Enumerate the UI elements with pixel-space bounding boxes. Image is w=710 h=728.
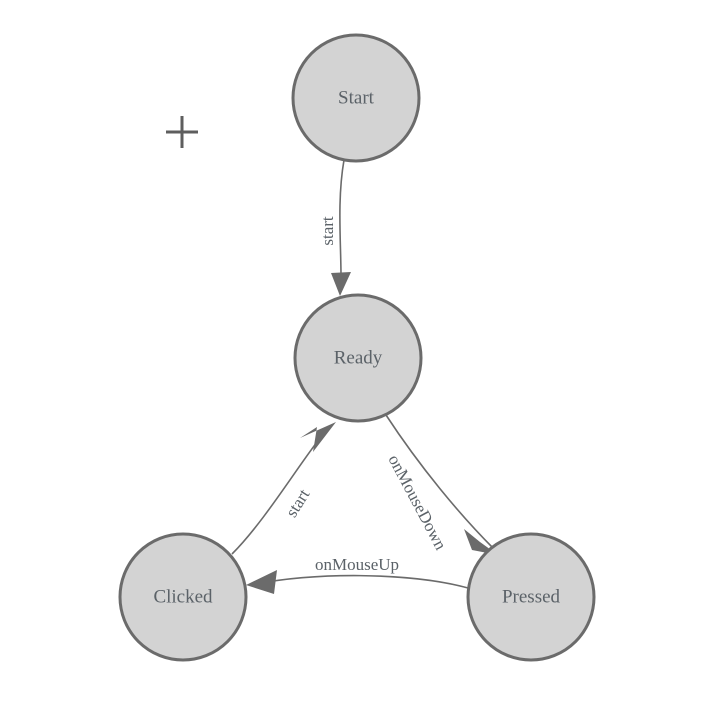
edge-label-ready-to-pressed: onMouseDown — [384, 452, 450, 554]
edge-label-start-to-ready: start — [318, 216, 337, 246]
node-pressed-label: Pressed — [502, 586, 561, 607]
node-clicked-label: Clicked — [153, 586, 213, 607]
edge-path-pressed-to-clicked — [251, 574, 469, 589]
node-start-circle[interactable] — [291, 33, 421, 163]
node-ready-label: Ready — [334, 347, 383, 368]
node-clicked-circle[interactable] — [118, 532, 248, 662]
edge-path-start-to-ready — [339, 159, 345, 277]
node-ready[interactable]: Ready — [293, 293, 423, 423]
edge-ready-to-pressed[interactable]: onMouseDown — [384, 414, 498, 555]
arrowhead-into-ready-from-start — [331, 272, 351, 296]
edge-label-clicked-to-ready: start — [282, 485, 314, 520]
edge-path-clicked-to-ready — [231, 428, 328, 555]
node-pressed[interactable]: Pressed — [466, 532, 596, 662]
arrowhead-into-clicked — [246, 570, 277, 594]
arrowhead-into-ready-from-clicked — [300, 422, 336, 452]
node-start[interactable]: Start — [291, 33, 421, 163]
node-ready-circle[interactable] — [293, 293, 423, 423]
edge-path-ready-to-pressed — [385, 414, 495, 550]
node-pressed-circle[interactable] — [466, 532, 596, 662]
edge-clicked-to-ready[interactable]: start — [231, 422, 336, 555]
edge-pressed-to-clicked[interactable]: onMouseUp — [246, 555, 469, 594]
node-start-label: Start — [338, 87, 375, 108]
crosshair-icon[interactable] — [166, 116, 198, 148]
node-clicked[interactable]: Clicked — [118, 532, 248, 662]
arrowhead-into-pressed — [464, 529, 498, 555]
edge-label-pressed-to-clicked: onMouseUp — [315, 555, 399, 574]
edge-start-to-ready[interactable]: start — [318, 159, 351, 296]
